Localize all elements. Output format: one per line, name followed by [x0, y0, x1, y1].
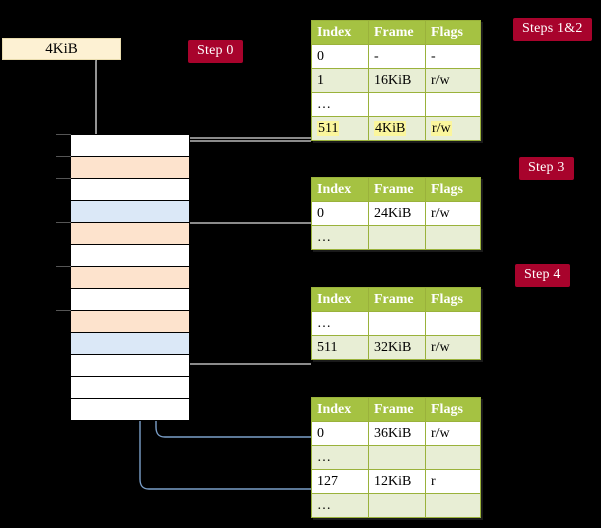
memory-row-2	[70, 178, 190, 201]
pd-table-row: …	[311, 311, 481, 336]
memory-row-8	[70, 310, 190, 333]
pt-table-cell-3-1	[368, 493, 426, 518]
memory-tick-6	[56, 266, 71, 267]
pd-table-cell-0-1	[368, 311, 426, 336]
wire-pml4-to-mem-row1	[172, 140, 311, 166]
memory-tick-2	[56, 178, 71, 179]
pml4-table-cell-1-1: 16KiB	[368, 68, 426, 93]
memory-row-7	[70, 288, 190, 311]
memory-tick-0	[56, 134, 71, 135]
memory-row-0	[70, 134, 190, 157]
pt-table-header-frame: Frame	[368, 397, 426, 422]
memory-row-10	[70, 354, 190, 377]
pdp-table-row: …	[311, 225, 481, 250]
pdp-table-header-flags: Flags	[425, 177, 481, 202]
pml4-table-cell-2-0: …	[311, 92, 369, 117]
physical-memory-column	[70, 134, 190, 421]
highlighted-value: r/w	[431, 120, 452, 136]
source-frame-label: 4KiB	[45, 40, 78, 57]
pml4-table-header-index: Index	[311, 20, 369, 45]
pml4-table-header-flags: Flags	[425, 20, 481, 45]
pdp-table-cell-1-1	[368, 225, 426, 250]
memory-row-12	[70, 398, 190, 421]
pd-table-cell-1-2: r/w	[425, 335, 481, 360]
memory-tick-1	[56, 156, 71, 157]
pdp-table-header-frame: Frame	[368, 177, 426, 202]
memory-row-9	[70, 332, 190, 355]
pt-table-cell-2-1: 12KiB	[368, 469, 426, 494]
pt-table-cell-2-0: 127	[311, 469, 369, 494]
pt-table-cell-1-1	[368, 445, 426, 470]
badge-steps-1-2: Steps 1&2	[513, 18, 592, 41]
highlighted-value: 4KiB	[374, 120, 407, 136]
pt-table-row: …	[311, 493, 481, 518]
pd-table-cell-0-0: …	[311, 311, 369, 336]
badge-step-4: Step 4	[515, 264, 570, 287]
pml4-table-cell-0-0: 0	[311, 44, 369, 69]
pt-table-cell-0-1: 36KiB	[368, 421, 426, 446]
pd-table-cell-0-2	[425, 311, 481, 336]
pml4-table-cell-3-1: 4KiB	[368, 116, 426, 141]
memory-row-4	[70, 222, 190, 245]
pml4-table-cell-2-2	[425, 92, 481, 117]
pd-table-header-frame: Frame	[368, 287, 426, 312]
pd-table-header-flags: Flags	[425, 287, 481, 312]
memory-row-5	[70, 244, 190, 267]
pt-table-header-index: Index	[311, 397, 369, 422]
pt-table-cell-3-0: …	[311, 493, 369, 518]
pt-table-cell-1-2	[425, 445, 481, 470]
memory-tick-4	[56, 222, 71, 223]
pml4-table-row: 511 4KiB r/w	[311, 116, 481, 141]
wire-step3	[179, 222, 311, 266]
memory-row-3	[70, 200, 190, 223]
pdp-table-cell-0-0: 0	[311, 201, 369, 226]
pml4-table-cell-3-2: r/w	[425, 116, 481, 141]
memory-row-1	[70, 156, 190, 179]
pd-table-cell-1-1: 32KiB	[368, 335, 426, 360]
source-frame-box: 4KiB	[2, 38, 121, 60]
pml4-table-cell-0-1: -	[368, 44, 426, 69]
pml4-table-header-frame: Frame	[368, 20, 426, 45]
badge-step-3: Step 3	[519, 157, 574, 180]
pdp-table-cell-0-1: 24KiB	[368, 201, 426, 226]
memory-tick-8	[56, 310, 71, 311]
pml4-table-cell-1-0: 1	[311, 68, 369, 93]
memory-row-11	[70, 376, 190, 399]
pml4-table-cell-0-2: -	[425, 44, 481, 69]
pdp-table-cell-1-2	[425, 225, 481, 250]
pt-table-header-flags: Flags	[425, 397, 481, 422]
wire-step4	[171, 308, 311, 365]
pml4-table-cell-2-1	[368, 92, 426, 117]
pdp-table-header-index: Index	[311, 177, 369, 202]
pt-table-cell-0-0: 0	[311, 421, 369, 446]
pt-table-cell-1-0: …	[311, 445, 369, 470]
pt-table-row: …	[311, 445, 481, 470]
pd-table-cell-1-0: 511	[311, 335, 369, 360]
pml4-table-row: 0--	[311, 44, 481, 69]
pml4-table-cell-1-2: r/w	[425, 68, 481, 93]
pml4-table-cell-3-0: 511	[311, 116, 369, 141]
highlighted-value: 511	[317, 120, 340, 136]
pt-table-cell-0-2: r/w	[425, 421, 481, 446]
pml4-table-row: …	[311, 92, 481, 117]
pt-table-cell-3-2	[425, 493, 481, 518]
pd-table-header-index: Index	[311, 287, 369, 312]
memory-row-6	[70, 266, 190, 289]
pt-table-cell-2-2: r	[425, 469, 481, 494]
pdp-table-cell-1-0: …	[311, 225, 369, 250]
pdp-table-cell-0-2: r/w	[425, 201, 481, 226]
badge-step-0: Step 0	[188, 40, 243, 63]
